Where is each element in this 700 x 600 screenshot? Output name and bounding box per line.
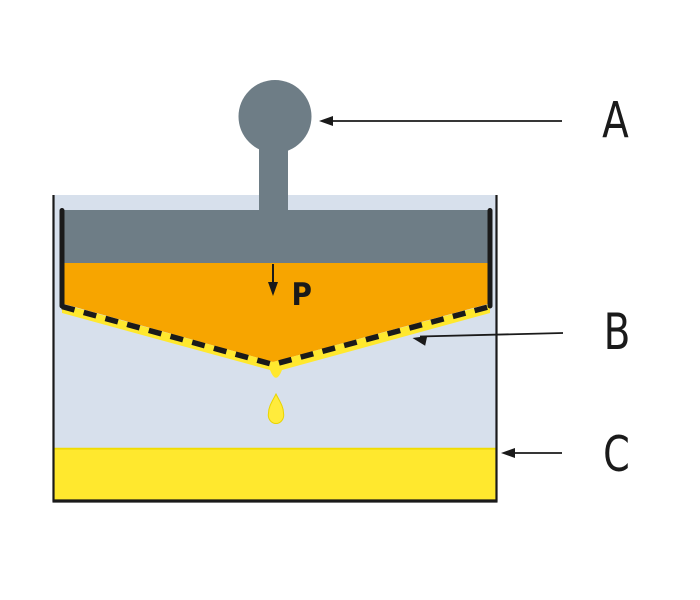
- callout-b-arrow: [412, 332, 564, 346]
- pulp-mass: [64, 263, 488, 362]
- filter-bag-dashed-line: [61, 303, 491, 368]
- piston-knob: [238, 80, 312, 153]
- droplet: [267, 392, 285, 424]
- callout-a-arrow: [319, 116, 562, 126]
- callout-c-label: C: [603, 426, 630, 483]
- callout-b-shaft: [419, 332, 564, 338]
- extract-film: [62, 304, 490, 378]
- callout-a-label: A: [602, 91, 629, 150]
- pressure-label: P: [292, 277, 312, 313]
- callout-b-arrowhead-icon: [412, 336, 428, 346]
- pressure-arrowhead-icon: [268, 282, 278, 296]
- piston-stem: [259, 145, 288, 212]
- pressure-arrow: [268, 264, 278, 296]
- callout-b-label: B: [604, 302, 631, 361]
- callout-a-arrowhead-icon: [319, 116, 333, 126]
- extract-layer: [54, 448, 496, 501]
- callout-c-arrow: [501, 448, 562, 458]
- press-plate: [63, 210, 489, 263]
- callout-c-arrowhead-icon: [501, 448, 515, 458]
